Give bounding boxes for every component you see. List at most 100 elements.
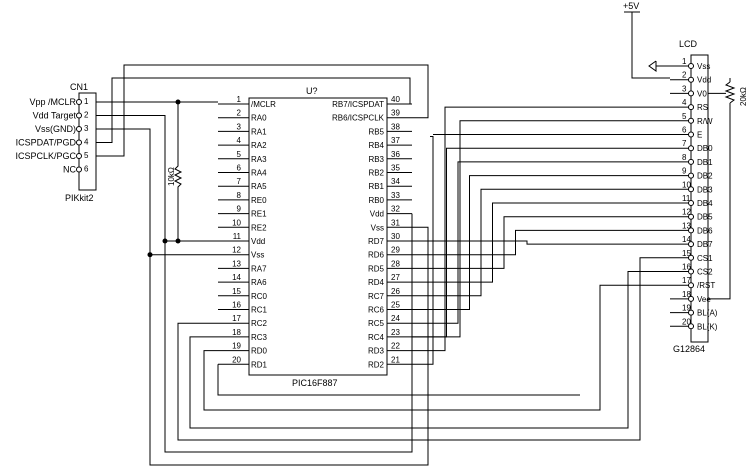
lcd-pin-marker — [688, 104, 694, 111]
cn1-pin-number: 6 — [84, 165, 89, 174]
mcu-left-pin-name: RC3 — [251, 333, 268, 342]
mcu-left-pin-number: 4 — [237, 136, 242, 145]
mcu-right-pin-number: 22 — [391, 342, 400, 351]
net-vss — [96, 128, 218, 256]
lcd-pin-marker — [688, 282, 694, 289]
lcd-pin-number: 9 — [682, 167, 687, 176]
cn1-pin-name: ICSPCLK/PGC — [15, 151, 76, 161]
mcu-left-pin-name: RA7 — [251, 264, 267, 273]
mcu-right-pin-number: 34 — [391, 177, 400, 186]
net-rc3 — [189, 271, 670, 429]
lcd-pin-number: 7 — [682, 139, 687, 148]
lcd-pin-marker — [688, 186, 694, 193]
mcu-right-pin-name: RD2 — [368, 360, 385, 369]
mcu-right-pin-number: 29 — [391, 246, 400, 255]
mcu-left-pin-name: RA4 — [251, 169, 267, 178]
mcu-left-pin-name: RC0 — [251, 292, 268, 301]
mcu-left-pin-name: RD1 — [251, 360, 268, 369]
resistor-left — [173, 162, 183, 190]
supply-label: +5V — [623, 1, 639, 11]
lcd-pin-marker — [688, 158, 694, 165]
lcd-pin-number: 17 — [682, 276, 691, 285]
cn1-pin-marker — [76, 99, 82, 105]
mcu-right-pin-name: Vss — [371, 223, 384, 232]
lcd-pin-name: RS — [697, 103, 708, 112]
mcu-left-pin-number: 17 — [232, 314, 241, 323]
cn1-pin-marker — [76, 112, 82, 119]
cn1-pin-marker — [76, 126, 82, 132]
mcu-right-pin-number: 28 — [391, 259, 400, 268]
net-rc4 — [412, 120, 670, 338]
lcd-pin-name: Vss — [697, 62, 710, 71]
lcd-pin-marker — [688, 200, 694, 206]
lcd-pin-number: 1 — [682, 57, 687, 66]
mcu-left-pin-number: 2 — [237, 109, 242, 118]
mcu-right-pin-number: 35 — [391, 164, 400, 173]
mcu-right-pin-name: RC6 — [368, 306, 385, 315]
net-rd0 — [203, 284, 670, 411]
lcd-pin-marker — [688, 76, 694, 83]
mcu-right-pin-number: 24 — [391, 314, 400, 323]
mcu-right-pin-number: 25 — [391, 301, 400, 310]
net-data-bus — [412, 216, 670, 269]
resistor-left-value: 10kΩ — [167, 167, 176, 186]
mcu-part: PIC16F887 — [292, 378, 338, 388]
lcd-pin-number: 20 — [682, 317, 691, 326]
mcu-right-pin-number: 33 — [391, 191, 400, 200]
mcu-right-pin-number: 26 — [391, 287, 400, 296]
cn1-pin-number: 5 — [84, 151, 89, 160]
mcu-right-pin-name: RD7 — [368, 237, 385, 246]
lcd-pin-marker — [688, 268, 694, 275]
mcu-right-pin-number: 39 — [391, 109, 400, 118]
mcu-left-pin-number: 18 — [232, 328, 241, 337]
lcd-pin-name: BL(A) — [697, 309, 718, 318]
lcd-pin-number: 10 — [682, 180, 691, 189]
cn1-pin-name: NC — [63, 165, 76, 175]
mcu-left-pin-number: 14 — [232, 273, 241, 282]
mcu-left-pin-number: 12 — [232, 246, 241, 255]
mcu-right-pin-number: 36 — [391, 150, 400, 159]
mcu-left-pin-name: Vss — [251, 251, 264, 260]
mcu-right-pin-name: RC5 — [368, 319, 385, 328]
mcu-left-pin-name: RE1 — [251, 210, 267, 219]
mcu-right-pin-number: 27 — [391, 273, 400, 282]
junction-dot — [175, 99, 181, 105]
lcd-pin-name: V0 — [697, 89, 707, 98]
net-rc2 — [177, 257, 670, 441]
junction-dot — [162, 238, 168, 244]
ground-symbol — [648, 60, 657, 72]
net-data-bus — [412, 188, 670, 297]
lcd-pin-number: 4 — [682, 98, 687, 107]
lcd-pin-marker — [688, 172, 694, 179]
lcd-pin-marker — [688, 145, 694, 152]
mcu-right-pin-number: 40 — [391, 95, 400, 104]
cn1-pin-number: 1 — [84, 97, 89, 106]
mcu-right-pin-name: RC7 — [368, 292, 385, 301]
mcu-right-pin-name: RB6/ICSPCLK — [332, 114, 385, 123]
mcu-ref: U? — [306, 86, 318, 96]
lcd-pin-name: DB6 — [697, 226, 713, 235]
mcu-left-pin-number: 16 — [232, 301, 241, 310]
mcu-right-pin-number: 31 — [391, 218, 400, 227]
cn1-pin-marker — [76, 139, 82, 146]
lcd-pin-marker — [688, 227, 694, 234]
net-data-bus — [412, 175, 670, 310]
mcu-right-pin-name: RB3 — [368, 155, 384, 164]
resistor-right — [724, 81, 736, 104]
lcd-pin-name: Vdd — [697, 76, 711, 85]
lcd-ref: LCD — [679, 39, 698, 49]
lcd-pin-number: 3 — [682, 84, 687, 93]
lcd-pin-name: DB4 — [697, 199, 713, 208]
cn1-pin-name: Vdd Target — [33, 111, 77, 121]
mcu-left-pin-number: 10 — [232, 218, 241, 227]
mcu-left-pin-name: Vdd — [251, 237, 265, 246]
net-data-bus — [412, 202, 670, 283]
mcu-left-pin-name: RA3 — [251, 155, 267, 164]
lcd-pin-marker — [688, 131, 694, 138]
lcd-pin-number: 11 — [682, 194, 691, 203]
mcu-right-pin-name: RB1 — [368, 182, 384, 191]
lcd-pin-name: Vee — [697, 295, 711, 304]
lcd-pin-marker — [688, 117, 694, 124]
mcu-left-pin-number: 7 — [237, 177, 242, 186]
